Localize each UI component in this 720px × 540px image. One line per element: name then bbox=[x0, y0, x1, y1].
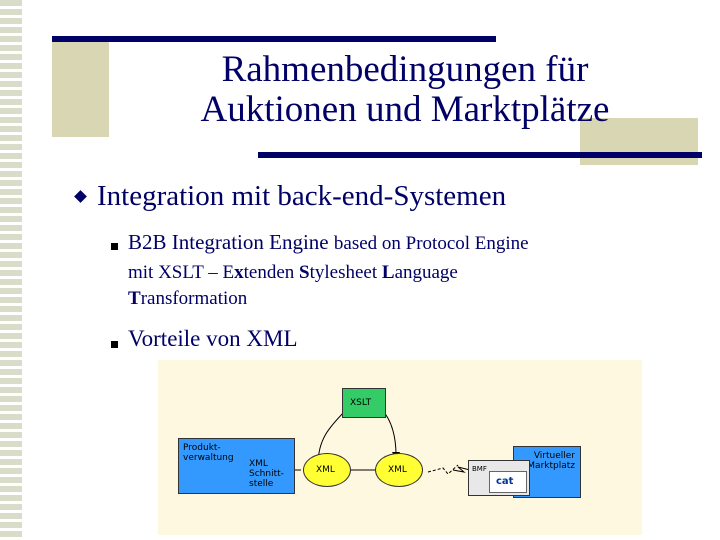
cont-text: ransformation bbox=[140, 288, 248, 309]
xml-schnittstelle-label: XML Schnitt- stelle bbox=[249, 459, 284, 489]
sub-bullet-1-text-b: based on Protocol Engine bbox=[333, 233, 529, 254]
cont-text: tenden bbox=[243, 262, 300, 283]
cont-bold-t: T bbox=[128, 288, 141, 309]
xml-box-line-1: XML bbox=[249, 459, 268, 469]
xml-right-label: XML bbox=[388, 465, 407, 475]
olive-accent-block bbox=[52, 40, 109, 137]
xslt-label: XSLT bbox=[350, 398, 372, 408]
title-line-1: Rahmenbedingungen für bbox=[221, 49, 589, 90]
cont-bold-s: S bbox=[299, 262, 310, 283]
main-bullet: Integration mit back-end-Systemen bbox=[74, 180, 507, 213]
continuation-line-2: Transformation bbox=[128, 286, 458, 312]
slide-title: Rahmenbedingungen für Auktionen und Mark… bbox=[150, 50, 660, 130]
produktverwaltung-box: Produkt- verwaltung XML Schnitt- stelle bbox=[178, 438, 295, 494]
top-navy-rule bbox=[52, 36, 496, 42]
square-bullet-icon bbox=[111, 341, 118, 348]
main-bullet-text: Integration mit back-end-Systemen bbox=[97, 180, 507, 212]
sub-bullet-1-continuation: mit XSLT – Extenden Stylesheet Language … bbox=[128, 260, 458, 312]
xml-integration-diagram: XSLT Produkt- verwaltung XML Schnitt- st… bbox=[158, 360, 642, 535]
zigzag-lightning-icon bbox=[452, 466, 471, 473]
cont-bold-x: x bbox=[234, 262, 244, 283]
square-bullet-icon bbox=[111, 243, 118, 250]
title-line-2: Auktionen und Marktplätze bbox=[200, 89, 610, 130]
sub-bullet-1: B2B Integration Engine based on Protocol… bbox=[128, 230, 529, 255]
xml-left-label: XML bbox=[316, 465, 335, 475]
sub-bullet-1-text-a: B2B Integration Engine bbox=[128, 230, 334, 254]
produkt-label: Produkt- verwaltung bbox=[183, 443, 234, 463]
bottom-navy-rule bbox=[258, 152, 702, 158]
continuation-line-1: mit XSLT – Extenden Stylesheet Language bbox=[128, 260, 458, 286]
bmf-label: BMF bbox=[472, 465, 487, 473]
xml-ellipse-right: XML bbox=[375, 453, 423, 487]
cont-bold-l: L bbox=[381, 262, 395, 283]
cont-text: anguage bbox=[394, 262, 458, 283]
zigzag-network-link bbox=[427, 464, 459, 475]
cat-label: cat bbox=[496, 476, 514, 487]
marktplatz-label: Virtueller Marktplatz bbox=[519, 451, 575, 471]
monitor-icon: cat bbox=[489, 471, 527, 493]
sub-bullet-2: Vorteile von XML bbox=[128, 326, 298, 351]
xslt-box: XSLT bbox=[342, 388, 386, 418]
marktplatz-line-1: Virtueller bbox=[533, 451, 575, 461]
cont-text: tylesheet bbox=[309, 262, 382, 283]
xml-box-line-2: Schnitt- bbox=[249, 469, 284, 479]
marktplatz-line-2: Marktplatz bbox=[527, 461, 575, 471]
cont-text: mit XSLT – E bbox=[128, 262, 235, 283]
produkt-line-2: verwaltung bbox=[183, 453, 234, 463]
xml-box-line-3: stelle bbox=[249, 479, 274, 489]
computer-icon: BMF cat bbox=[468, 460, 530, 496]
left-stripe-decoration bbox=[0, 0, 22, 540]
xml-ellipse-left: XML bbox=[303, 453, 351, 487]
diamond-bullet-icon bbox=[74, 190, 87, 203]
produkt-line-1: Produkt- bbox=[183, 443, 221, 453]
